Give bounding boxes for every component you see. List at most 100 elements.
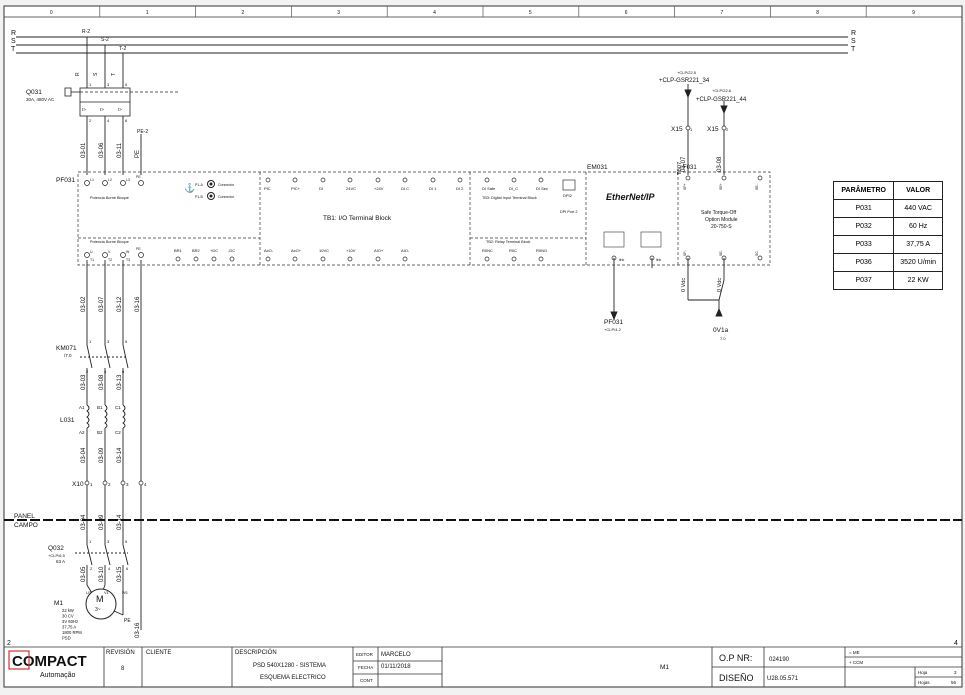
motor-terminal-label: V1 (104, 590, 110, 595)
parameter-code: P037 (832, 271, 895, 290)
drive-terminal-bottom-label: V (108, 250, 111, 254)
q032-terminal-top: 1 (89, 539, 92, 544)
grid-column-label: 4 (433, 10, 436, 16)
motor-terminal-label: W1 (122, 590, 129, 595)
client-label: CLIENTE (146, 650, 171, 656)
wire-number: 03-02 (81, 296, 87, 312)
brake-terminal-label: +DC (210, 248, 218, 253)
wire-number: 03-07 (99, 296, 105, 312)
tb1-terminal (265, 256, 271, 262)
logo-sub: Automação (40, 672, 76, 679)
pf031-out-ref: +CLP/4.2 (604, 327, 622, 332)
rail-s-left: S (11, 38, 16, 45)
tb1-terminal (402, 256, 408, 262)
motor-spec: PSD (62, 636, 71, 641)
q032-terminal-bottom: 4 (108, 566, 111, 571)
block-bottom-label: Potencia Borne Bloque (90, 240, 129, 244)
breaker-phase-label: S (93, 72, 99, 76)
parameter-code: P031 (832, 199, 895, 218)
grid-column-label: 2 (242, 10, 245, 16)
tb1-terminal (292, 177, 298, 183)
sto-model: 20-750-S (711, 224, 732, 230)
motor-phase: 3~ (95, 607, 101, 613)
wire-number: 03-09 (99, 514, 105, 530)
ov1a-ref: 7.0 (720, 336, 726, 341)
drive-terminal-top (102, 180, 108, 186)
connector-label-b: Connector (218, 195, 235, 199)
sto-terminal-top-label: SE- (755, 183, 759, 190)
sheet-frame (3, 5, 963, 688)
hoja-label: Hoja (918, 670, 928, 675)
km071-terminal-top: 3 (107, 339, 110, 344)
editor-label: EDITOR (356, 652, 374, 657)
tb1-terminal-label: 10VC (319, 248, 329, 253)
drive-terminal-bottom-num: T3 (126, 258, 130, 262)
sto-terminal (757, 255, 763, 261)
sto-terminal-bottom-label: SC (755, 251, 759, 256)
tb1-terminal-label: DI (319, 186, 323, 191)
q032-ref: +CLP/6.5 (48, 553, 66, 558)
brake-terminal (175, 256, 181, 262)
fecha-value: 01/11/2018 (381, 664, 411, 670)
drive-tag: PF031 (56, 177, 76, 184)
brake-terminal-label: BR1 (174, 248, 183, 253)
connector-tag-b: P1-B (195, 195, 203, 199)
wire-number: 03-06 (99, 142, 105, 158)
l031-bottom-label: A2 (79, 430, 85, 435)
sheet-tag: M1 (660, 664, 669, 671)
tb1-terminal (320, 256, 326, 262)
brake-terminal-label: BR2 (192, 248, 201, 253)
terminal-x10 (84, 480, 144, 486)
parameter-header-row: PARÂMETRO VALOR (832, 181, 943, 200)
sto-terminal (721, 175, 727, 181)
tb1-terminal-label: DI 1 (429, 186, 437, 191)
drive-connectors: ⚓ (184, 180, 215, 200)
brake-terminal (229, 256, 235, 262)
tb2-terminal (511, 256, 517, 262)
tb1-terminal (375, 177, 381, 183)
tb1-terminal (347, 256, 353, 262)
rail-ref-s: S-2 (101, 37, 109, 43)
tb1-terminal-label: DI 2 (456, 186, 464, 191)
ccm-label: + CCM (849, 660, 863, 665)
anchor-icon: ⚓ (184, 182, 195, 193)
contactor-km071 (80, 344, 129, 369)
breaker-terminal-top: 5 (125, 82, 128, 87)
drive-pe-bottom-label: PE (136, 247, 141, 251)
tb1-terminal (430, 177, 436, 183)
grid-column-label: 5 (529, 10, 532, 16)
parameter-value: 22 KW (893, 271, 943, 290)
drive-pe-bottom (138, 252, 144, 258)
clp-ref-2-small: +CLP/22.6 (712, 88, 732, 93)
tb1-terminal (265, 177, 271, 183)
tb2-terminal-label: R0NO (536, 248, 547, 253)
tb2-terminal-label: R0C (509, 248, 517, 253)
drive-terminal-top (84, 180, 90, 186)
connector-label-a: Connector (218, 183, 235, 187)
wire-number: 03-04 (81, 514, 87, 530)
tb1-terminal-label: PIC (264, 186, 271, 191)
em-wire-2: 03-08 (717, 156, 723, 172)
rail-r-right: R (851, 30, 856, 37)
f031-label: F031 (683, 165, 697, 171)
x10-terminal-label: 2 (108, 482, 111, 487)
wire-number: 03-01 (81, 142, 87, 158)
q032-terminal-bottom: 2 (90, 566, 93, 571)
hojas-label: Hojas (918, 680, 930, 685)
tb1-terminal (457, 177, 463, 183)
sto-subtitle: Option Module (705, 217, 738, 223)
pf031-out-tag: PF031 (604, 319, 624, 326)
editor-value: MARCELO (381, 652, 411, 658)
block-top-label: Potencia Borne Bloque (90, 196, 129, 200)
description-line-2: ESQUEMA ELECTRICO (260, 675, 326, 681)
hoja-value: 3 (954, 670, 957, 675)
l031-top-label: B1 (97, 405, 103, 410)
km071-terminal-bottom: 4 (104, 369, 107, 374)
hojas-value: 56 (951, 680, 957, 685)
